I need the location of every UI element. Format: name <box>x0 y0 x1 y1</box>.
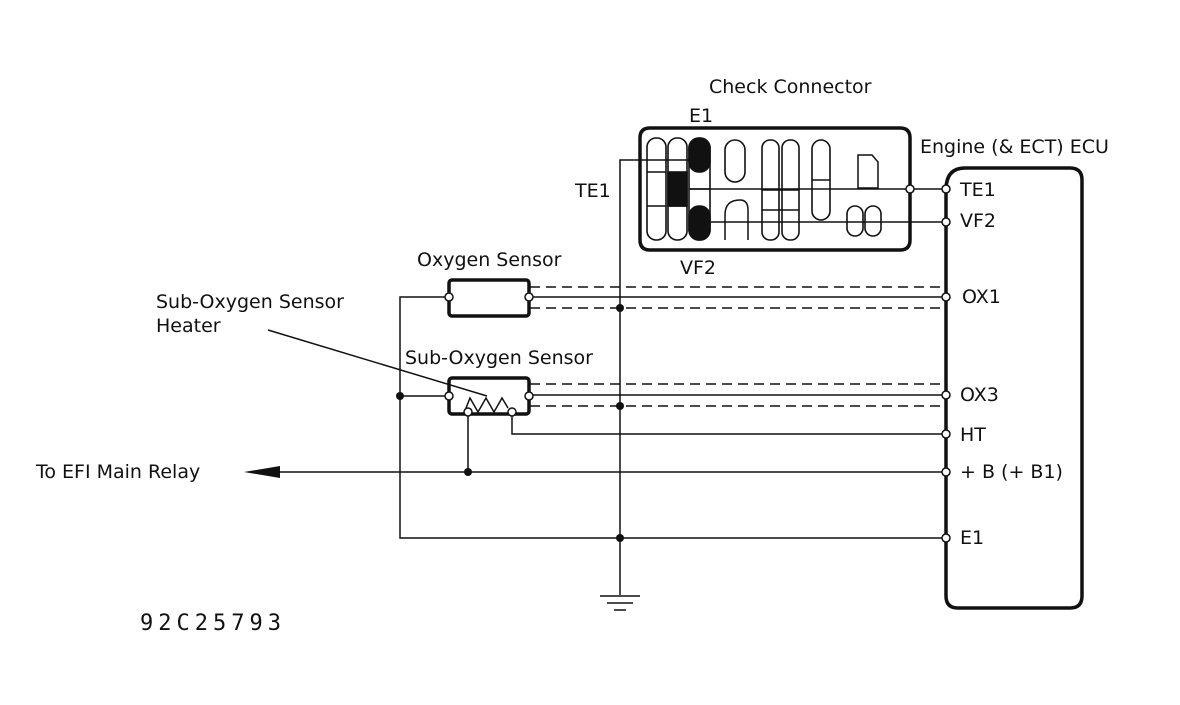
heater-label-line1: Sub-Oxygen Sensor <box>156 291 344 313</box>
wires <box>244 159 946 611</box>
heater-label-line2: Heater <box>156 315 221 337</box>
ecu-box <box>944 166 1084 610</box>
ecu-pin-te1: TE1 <box>959 179 996 201</box>
figure-code: 92C25793 <box>140 611 286 636</box>
ecu-pin-ht: HT <box>960 424 986 446</box>
junction-dots <box>396 304 624 542</box>
ecu-pin-ox1: OX1 <box>962 286 1001 308</box>
efi-relay-label: To EFI Main Relay <box>35 461 200 483</box>
sub-oxygen-sensor-label: Sub-Oxygen Sensor <box>405 347 593 369</box>
ecu-pin-vf2: VF2 <box>960 210 996 232</box>
oxygen-sensor <box>444 278 534 318</box>
ecu-pin-b: + B (+ B1) <box>960 461 1063 483</box>
te1-pin-label: TE1 <box>574 180 611 202</box>
vf2-pin-label: VF2 <box>680 257 716 279</box>
ecu-pin-e1: E1 <box>960 527 984 549</box>
check-connector-label: Check Connector <box>709 76 872 98</box>
e1-pin-label: E1 <box>689 105 713 127</box>
ecu-title: Engine (& ECT) ECU <box>920 136 1109 158</box>
oxygen-sensor-label: Oxygen Sensor <box>417 249 562 271</box>
ecu-pin-ox3: OX3 <box>960 384 999 406</box>
sub-oxygen-sensor <box>444 376 534 417</box>
ecu-terminals <box>905 184 951 543</box>
